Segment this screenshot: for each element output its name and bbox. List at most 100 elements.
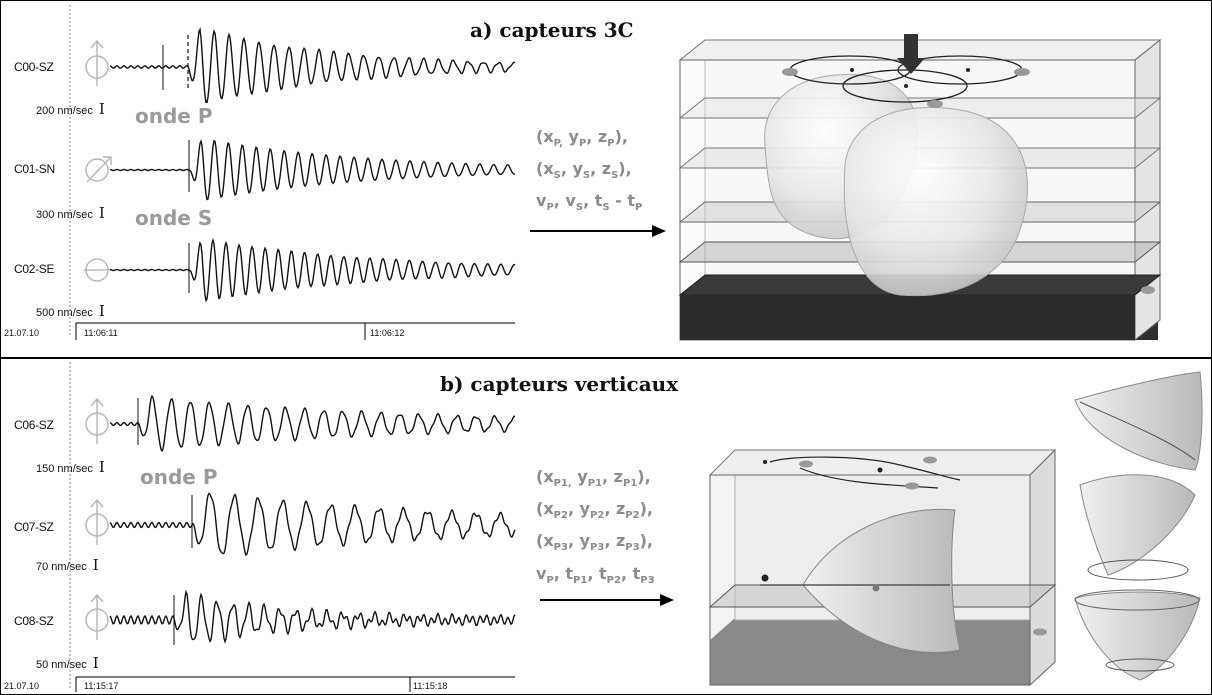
vertical-sensor-icon <box>85 39 109 86</box>
east-sensor-icon <box>84 258 112 282</box>
parameter-symbol: (x <box>536 159 554 179</box>
parameter-symbol: , z <box>590 159 612 179</box>
parameter-symbol: (x <box>536 531 554 551</box>
time-label: 11:06:11 <box>84 328 118 338</box>
parameter-symbol: v <box>536 191 547 211</box>
parameter-subscript: S <box>602 202 610 214</box>
date-label: 21.07.10 <box>4 328 40 338</box>
hyperboloid-inset <box>1074 589 1201 681</box>
parameter-subscript: P1 <box>573 574 588 586</box>
parameter-line: (xP, yP, zP), <box>536 124 642 156</box>
hyperboloid-inset <box>1074 371 1203 471</box>
seismogram-trace <box>109 589 516 644</box>
parameter-symbol: , z <box>586 127 608 146</box>
seismogram-trace <box>109 492 516 557</box>
parameter-subscript: P2 <box>625 510 640 522</box>
parameter-subscript: P <box>578 138 587 150</box>
arrow-icon <box>530 225 666 237</box>
parameter-symbol: (x <box>536 499 554 519</box>
channel-label: C06-SZ <box>14 418 54 432</box>
parameters-3c: (xP, yP, zP),(xS, yS, zS),vP, vS, tS - t… <box>536 124 642 221</box>
3d-model-3c <box>678 34 1162 342</box>
parameter-line: (xP2, yP2, zP2), <box>536 496 655 528</box>
parameter-subscript: S <box>611 170 619 182</box>
vertical-sensor-icon <box>85 397 109 444</box>
seismogram-trace <box>109 237 516 303</box>
parameter-subscript: P1 <box>623 478 638 490</box>
panel-a-title: a) capteurs 3C <box>470 18 634 42</box>
parameter-symbol: ), <box>618 159 632 179</box>
parameter-symbol: , t <box>553 563 574 583</box>
parameter-subscript: S <box>575 202 584 214</box>
parameter-symbol: , z <box>604 499 626 519</box>
parameter-line: (xP1, yP1, zP1), <box>536 464 655 496</box>
parameter-symbol: , y <box>567 499 591 519</box>
seismogram-trace <box>109 394 515 453</box>
channel-label: C07-SZ <box>14 520 54 534</box>
parameter-symbol: , y <box>567 531 591 551</box>
parameter-symbol: , t <box>620 563 641 583</box>
parameter-subscript: P1, <box>553 478 572 490</box>
parameter-symbol: ), <box>614 127 628 146</box>
hyperboloid-inset <box>1079 474 1196 581</box>
parameter-subscript: P2 <box>553 510 568 522</box>
parameter-subscript: P, <box>553 138 563 150</box>
north-sensor-icon <box>85 156 112 183</box>
parameter-symbol: v <box>536 563 547 583</box>
parameter-symbol: , t <box>587 563 607 583</box>
parameter-subscript: P2 <box>590 510 605 522</box>
parameter-symbol: ), <box>639 531 653 551</box>
parameter-line: (xP3, yP3, zP3), <box>536 528 655 560</box>
parameter-subscript: P3 <box>553 542 568 554</box>
vertical-sensor-icon <box>85 593 109 640</box>
s-wave-label: onde S <box>135 206 213 230</box>
parameter-symbol: y <box>571 467 588 486</box>
channel-label: C00-SZ <box>14 60 54 74</box>
parameter-line: vP, vS, tS - tP <box>536 188 642 220</box>
seismogram-trace <box>109 27 516 104</box>
time-label: 11:15:18 <box>413 681 448 691</box>
channel-label: C01-SN <box>14 162 55 176</box>
date-label: 21.07.10 <box>4 681 40 691</box>
parameter-subscript: S <box>553 170 561 182</box>
parameter-symbol: , z <box>602 467 623 486</box>
parameter-symbol: , v <box>553 191 576 211</box>
parameter-subscript: P3 <box>640 574 655 586</box>
parameter-subscript: S <box>582 170 591 182</box>
parameter-line: (xS, yS, zS), <box>536 156 642 188</box>
parameter-symbol: (x <box>536 467 554 486</box>
parameters-vertical: (xP1, yP1, zP1),(xP2, yP2, zP2),(xP3, yP… <box>536 464 655 593</box>
parameter-subscript: P <box>635 202 643 214</box>
time-axis-a <box>75 322 515 340</box>
parameter-subscript: P <box>607 138 615 150</box>
parameter-symbol: ), <box>639 499 653 519</box>
time-label: 11:15:17 <box>84 681 119 691</box>
vertical-sensor-icon <box>85 498 109 545</box>
parameter-symbol: y <box>562 127 579 146</box>
parameter-subscript: P1 <box>587 478 603 490</box>
parameter-symbol: - t <box>609 191 635 211</box>
channel-label: C02-SE <box>14 262 55 276</box>
parameter-subscript: P3 <box>590 542 605 554</box>
parameter-symbol: , y <box>560 159 583 179</box>
time-label: 11:06:12 <box>370 328 405 338</box>
parameter-symbol: , z <box>604 531 626 551</box>
arrow-icon <box>540 594 674 606</box>
parameter-symbol: ), <box>637 467 651 486</box>
seismogram-trace <box>109 138 516 201</box>
panel-b-title: b) capteurs verticaux <box>440 372 679 396</box>
parameter-symbol: , t <box>583 191 603 211</box>
parameter-line: vP, tP1, tP2, tP3 <box>536 561 655 593</box>
channel-label: C08-SZ <box>14 614 54 628</box>
p-wave-label: onde P <box>135 104 213 128</box>
parameter-symbol: (x <box>536 127 554 146</box>
parameter-subscript: P3 <box>625 542 640 554</box>
p-wave-label: onde P <box>140 465 218 489</box>
parameter-subscript: P2 <box>606 574 621 586</box>
